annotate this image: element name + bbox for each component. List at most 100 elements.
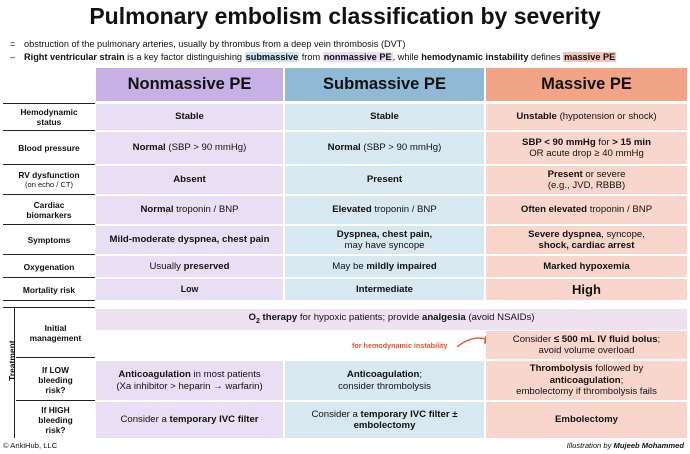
illustration-credit: Illustration by Mujeeb Mohammed: [567, 441, 684, 450]
text: shock, cardiac arrest: [538, 240, 635, 251]
cell-initial-mas: Consider ≤ 500 mL IV fluid bolus;avoid v…: [486, 331, 687, 359]
row-label-blood-pressure: Blood pressure: [3, 132, 95, 165]
cell-bp-sub: Normal (SBP > 90 mmHg): [285, 132, 484, 164]
nonmassive-highlight: nonmassive PE: [322, 52, 393, 62]
label-text: Initial: [44, 322, 67, 333]
label-text: Mortality risk: [22, 284, 76, 295]
text: for hypoxic patients; provide: [297, 311, 422, 323]
intro-text: is a key factor distinguishing: [124, 52, 245, 62]
label-text: RV dysfunction: [18, 170, 80, 180]
label-text: (on echo / CT): [25, 180, 73, 189]
treatment-side-rule: [14, 308, 15, 438]
text: Severe dyspnea: [528, 228, 602, 240]
text: ;: [620, 374, 624, 386]
text: Elevated: [332, 204, 372, 216]
label-text: Oxygenation: [23, 261, 75, 272]
label-text: Symptoms: [27, 235, 71, 245]
text: Consider a: [311, 408, 361, 420]
cell-oxy-non: Usually preserved: [96, 256, 283, 277]
text: mildly impaired: [366, 260, 437, 272]
cell-hemo-sub: Stable: [285, 104, 484, 130]
text: Normal: [327, 142, 361, 154]
label-text: Cardiac: [33, 200, 65, 210]
text: therapy: [259, 311, 298, 323]
text: ;: [419, 369, 423, 380]
row-label-rv-dysfunction: RV dysfunction(on echo / CT): [3, 166, 95, 195]
treatment-top-rule: [3, 307, 95, 308]
label-text: Blood pressure: [18, 143, 80, 153]
text: Illustration by: [566, 441, 614, 450]
text: troponin / BNP: [587, 204, 653, 216]
intro-line-1: = obstruction of the pulmonary arteries, …: [10, 38, 405, 50]
text: may have syncope: [344, 240, 425, 251]
text: for: [595, 136, 613, 148]
text: analgesia: [421, 311, 466, 323]
hemodynamic-instability-note: for hemodynamic instability: [352, 341, 448, 350]
intro-definition: obstruction of the pulmonary arteries, u…: [24, 39, 406, 49]
row-label-symptoms: Symptoms: [3, 226, 95, 255]
text: Thrombolysis: [529, 363, 593, 375]
text: in most patients: [190, 369, 261, 380]
cell-low-non: Anticoagulation in most patients(Xa inhi…: [96, 361, 283, 400]
text: Often elevated: [520, 204, 588, 216]
submassive-highlight: submassive: [244, 52, 300, 62]
rv-strain-text: Right ventricular strain: [24, 52, 125, 62]
text: (SBP > 90 mmHg): [360, 142, 442, 154]
text: , syncope,: [601, 228, 645, 240]
text: embolectomy if thrombolysis fails: [516, 386, 657, 398]
intro-text: from: [299, 52, 323, 62]
label-text: risk?: [45, 425, 66, 435]
copyright: © AnkiHub, LLC: [3, 441, 58, 450]
label-text: If HIGH: [41, 405, 70, 415]
intro-text: defines: [528, 52, 564, 62]
table-top-rule: [3, 103, 95, 104]
cell-symptoms-non: Mild-moderate dyspnea, chest pain: [96, 226, 283, 254]
text: embolectomy: [353, 420, 416, 431]
cell-high-sub: Consider a temporary IVC filter ±embolec…: [285, 402, 484, 438]
text: Unstable: [516, 111, 557, 123]
equals-marker: =: [10, 39, 16, 49]
label-text: If LOW: [42, 365, 69, 375]
text: Present: [547, 168, 583, 180]
text: Consider: [512, 333, 554, 345]
header-submassive: Submassive PE: [285, 68, 484, 101]
text: troponin / BNP: [371, 204, 437, 216]
text: followed by: [592, 363, 644, 375]
cell-rv-mas: Present or severe(e.g., JVD, RBBB): [486, 166, 687, 194]
text: avoid volume overload: [538, 345, 635, 356]
text: temporary IVC filter: [169, 414, 259, 426]
text: Normal: [132, 142, 166, 154]
text: (avoid NSAIDs): [465, 311, 535, 323]
cell-oxy-sub: May be mildly impaired: [285, 256, 484, 277]
text: Usually: [149, 260, 184, 272]
text: OR acute drop ≥ 40 mmHg: [529, 148, 644, 159]
cell-symptoms-sub: Dyspnea, chest pain,may have syncope: [285, 226, 484, 254]
cell-rv-sub: Present: [285, 166, 484, 194]
label-text: management: [29, 332, 82, 343]
cell-rv-non: Absent: [96, 166, 283, 194]
text: SBP < 90 mmHg: [522, 136, 596, 148]
text: Normal: [140, 204, 174, 216]
row-label-mortality: Mortality risk: [3, 279, 95, 301]
cell-oxy-mas: Marked hypoxemia: [486, 256, 687, 277]
cell-high-mas: Embolectomy: [486, 402, 687, 438]
massive-highlight: massive PE: [563, 52, 617, 62]
header-massive: Massive PE: [486, 68, 687, 101]
intro-line-2: –Right ventricular strain is a key facto…: [10, 51, 617, 63]
cell-hemo-non: Stable: [96, 104, 283, 130]
text: 2: [255, 317, 260, 325]
row-label-oxygenation: Oxygenation: [3, 256, 95, 278]
text: O: [248, 311, 256, 323]
text: troponin / BNP: [173, 204, 239, 216]
cell-mort-non: Low: [96, 279, 283, 300]
text: ;: [657, 333, 661, 345]
text: Dyspnea, chest pain,: [336, 228, 433, 240]
cell-cardiac-non: Normal troponin / BNP: [96, 196, 283, 224]
cell-high-non: Consider a temporary IVC filter: [96, 402, 283, 438]
text: (SBP > 90 mmHg): [165, 142, 247, 154]
